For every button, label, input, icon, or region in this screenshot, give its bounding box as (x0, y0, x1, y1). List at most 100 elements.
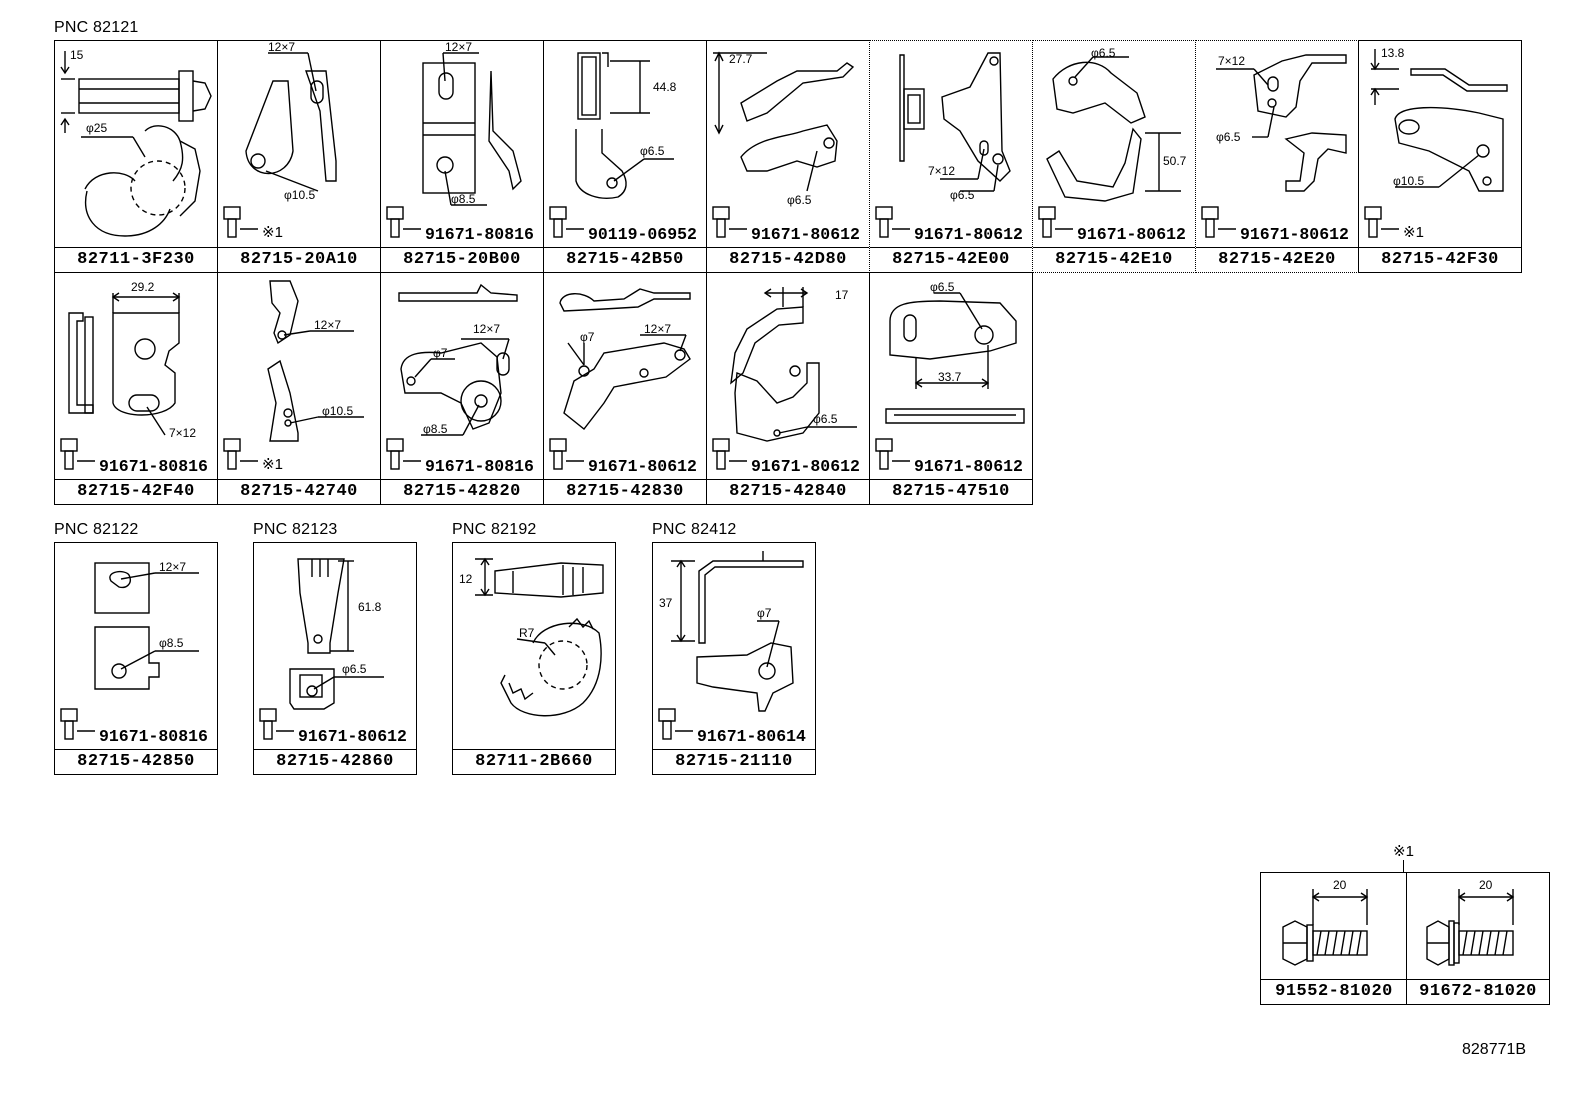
svg-text:91671-80612: 91671-80612 (1240, 225, 1349, 244)
reference-bolt-cell[interactable]: 20 91552-81020 (1260, 872, 1408, 1005)
svg-text:φ6.5: φ6.5 (813, 412, 838, 426)
part-number: 82715-42D80 (707, 247, 869, 272)
svg-text:7×12: 7×12 (1218, 54, 1245, 68)
svg-text:91671-80816: 91671-80816 (425, 225, 534, 244)
svg-text:12×7: 12×7 (314, 318, 341, 332)
svg-text:91671-80612: 91671-80612 (1077, 225, 1186, 244)
svg-text:φ7: φ7 (433, 346, 448, 360)
svg-text:90119-06952: 90119-06952 (588, 225, 697, 244)
part-number: 82715-42850 (55, 749, 217, 774)
svg-text:27.7: 27.7 (729, 52, 753, 66)
part-cell[interactable]: 15 φ25 82711-3F230 (54, 40, 218, 273)
svg-text:φ6.5: φ6.5 (787, 193, 812, 207)
part-number: 82715-21110 (653, 749, 815, 774)
part-cell[interactable]: 12×7 φ8.5 91671-80816 82715-42850 (54, 542, 218, 775)
part-cell[interactable]: 61.8 φ6.5 91671-80612 82715-42860 (253, 542, 417, 775)
part-cell[interactable]: 17 φ6.5 91671-80612 82715-42840 (706, 272, 870, 505)
svg-text:91671-80816: 91671-80816 (99, 457, 208, 476)
svg-text:12×7: 12×7 (268, 41, 295, 54)
svg-text:φ8.5: φ8.5 (159, 636, 184, 650)
reference-mark: ※1 (1393, 843, 1414, 860)
svg-text:φ6.5: φ6.5 (930, 280, 955, 294)
part-cell[interactable]: 12 R7 82711-2B660 (452, 542, 616, 775)
part-number: 82715-42F30 (1359, 247, 1521, 272)
part-number: 82715-42830 (544, 479, 706, 504)
part-number: 82715-42860 (254, 749, 416, 774)
svg-text:φ10.5: φ10.5 (1393, 174, 1424, 188)
part-number: 82715-42840 (707, 479, 869, 504)
part-number: 82711-2B660 (453, 749, 615, 774)
svg-text:12×7: 12×7 (473, 322, 500, 336)
svg-text:φ7: φ7 (757, 606, 772, 620)
part-cell[interactable]: 7×12 φ6.5 91671-80612 82715-42E20 (1195, 40, 1359, 273)
svg-text:91671-80816: 91671-80816 (425, 457, 534, 476)
svg-text:37: 37 (659, 596, 673, 610)
svg-text:91671-80612: 91671-80612 (751, 225, 860, 244)
part-cell[interactable]: φ6.5 50.7 91671-80612 82715-42E10 (1032, 40, 1196, 273)
part-cell[interactable]: 44.8 φ6.5 90119-06952 82715-42B50 (543, 40, 707, 273)
part-cell[interactable]: 13.8 φ10.5 ※1 82715-42F30 (1358, 40, 1522, 273)
svg-text:91671-80612: 91671-80612 (751, 457, 860, 476)
svg-text:12×7: 12×7 (445, 41, 472, 54)
pnc-label-82412: PNC 82412 (652, 521, 737, 538)
pnc-label-82122: PNC 82122 (54, 521, 139, 538)
part-number: 82715-42820 (381, 479, 543, 504)
part-number: 82715-47510 (870, 479, 1032, 504)
part-cell[interactable]: φ6.5 33.7 91671-80612 82715-47510 (869, 272, 1033, 505)
svg-text:7×12: 7×12 (928, 164, 955, 178)
part-number: 82711-3F230 (55, 247, 217, 272)
svg-text:50.7: 50.7 (1163, 154, 1187, 168)
svg-text:φ10.5: φ10.5 (284, 188, 315, 202)
svg-text:33.7: 33.7 (938, 370, 962, 384)
svg-text:φ8.5: φ8.5 (451, 192, 476, 206)
svg-text:20: 20 (1479, 878, 1493, 892)
part-cell[interactable]: 12×7 φ10.5 ※1 82715-42740 (217, 272, 381, 505)
svg-text:φ6.5: φ6.5 (950, 188, 975, 202)
svg-text:12×7: 12×7 (159, 560, 186, 574)
svg-text:91671-80614: 91671-80614 (697, 727, 806, 746)
part-cell[interactable]: 37 φ7 91671-80614 82715-21110 (652, 542, 816, 775)
svg-text:91671-80612: 91671-80612 (914, 225, 1023, 244)
svg-text:29.2: 29.2 (131, 280, 155, 294)
svg-text:12: 12 (459, 572, 473, 586)
svg-text:※1: ※1 (1403, 224, 1424, 241)
pnc-label-82192: PNC 82192 (452, 521, 537, 538)
svg-text:φ7: φ7 (580, 330, 595, 344)
part-number: 91552-81020 (1261, 979, 1407, 1004)
svg-text:φ6.5: φ6.5 (1091, 46, 1116, 60)
reference-leader (1403, 860, 1404, 874)
part-cell[interactable]: 12×7 φ8.5 91671-80816 82715-20B00 (380, 40, 544, 273)
part-cell[interactable]: 12×7 φ7 φ8.5 91671-80816 82715-42820 (380, 272, 544, 505)
svg-text:φ25: φ25 (86, 121, 107, 135)
part-cell[interactable]: 7×12 φ6.5 91671-80612 82715-42E00 (869, 40, 1033, 273)
part-number: 82715-42E10 (1033, 247, 1195, 272)
svg-text:7×12: 7×12 (169, 426, 196, 440)
svg-text:13.8: 13.8 (1381, 46, 1405, 60)
part-cell[interactable]: φ7 12×7 91671-80612 82715-42830 (543, 272, 707, 505)
clamp-drawing: 15 φ25 (60, 48, 212, 237)
pnc-label-82121: PNC 82121 (54, 19, 139, 36)
svg-text:※1: ※1 (262, 456, 283, 473)
svg-text:φ6.5: φ6.5 (342, 662, 367, 676)
svg-text:R7: R7 (519, 626, 535, 640)
part-number: 82715-20A10 (218, 247, 380, 272)
reference-bolt-cell[interactable]: 20 91672-81020 (1406, 872, 1550, 1005)
part-number: 82715-42F40 (55, 479, 217, 504)
diagram-id: 828771B (1462, 1041, 1527, 1058)
part-number: 82715-20B00 (381, 247, 543, 272)
part-cell[interactable]: 27.7 φ6.5 91671-80612 82715-42D80 (706, 40, 870, 273)
part-number: 91672-81020 (1407, 979, 1549, 1004)
svg-text:※1: ※1 (262, 224, 283, 241)
part-number: 82715-42740 (218, 479, 380, 504)
svg-text:φ10.5: φ10.5 (322, 404, 353, 418)
part-number: 82715-42E00 (870, 247, 1032, 272)
svg-text:44.8: 44.8 (653, 80, 677, 94)
part-cell[interactable]: 12×7 φ10.5 ※1 82715-20A10 (217, 40, 381, 273)
svg-text:φ8.5: φ8.5 (423, 422, 448, 436)
svg-text:91671-80612: 91671-80612 (914, 457, 1023, 476)
svg-text:12×7: 12×7 (644, 322, 671, 336)
part-cell[interactable]: 29.2 7×12 91671-80816 82715-42F40 (54, 272, 218, 505)
pnc-label-82123: PNC 82123 (253, 521, 338, 538)
svg-text:φ6.5: φ6.5 (640, 144, 665, 158)
svg-text:91671-80612: 91671-80612 (298, 727, 407, 746)
